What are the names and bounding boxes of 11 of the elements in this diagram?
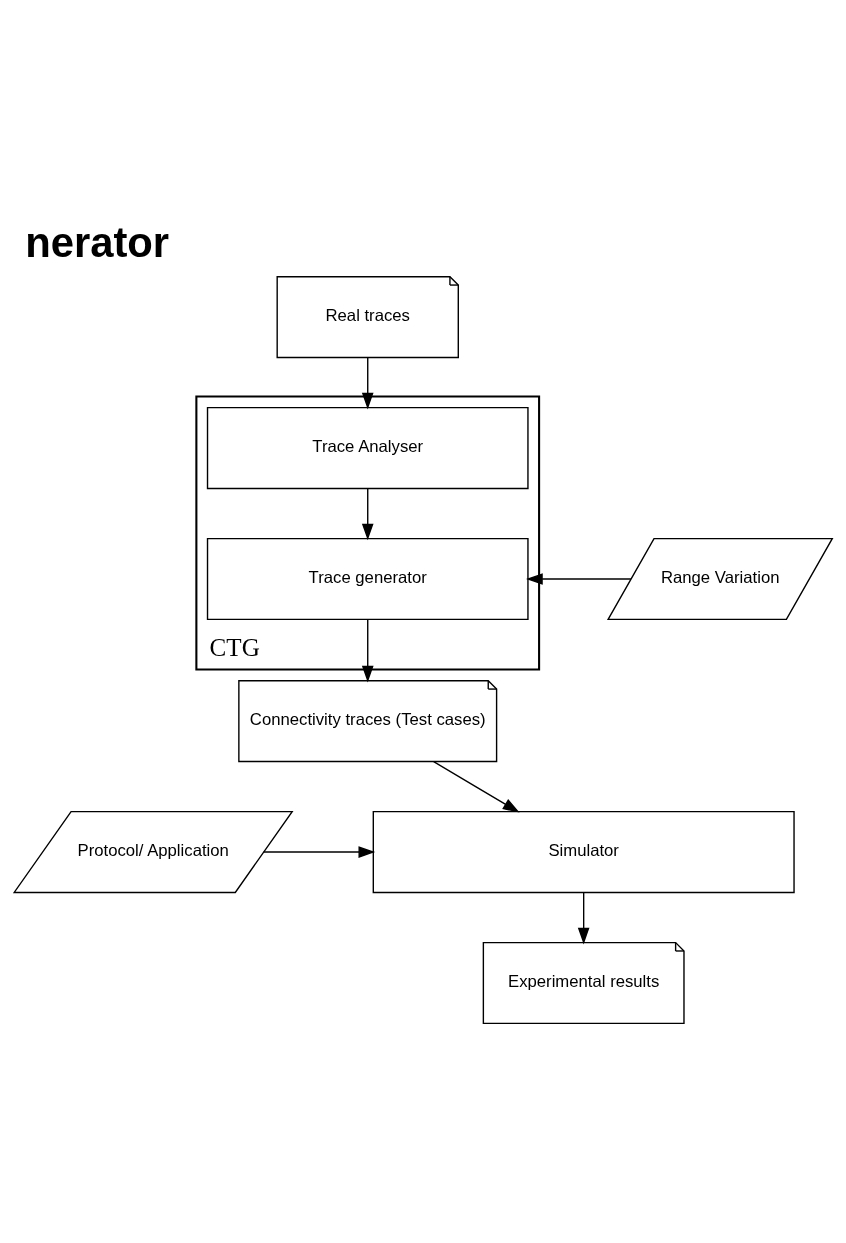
arrow (263, 846, 376, 858)
diagram-title: nerator (25, 219, 170, 267)
arrow (526, 573, 632, 585)
node-box: Trace Analyser (206, 406, 529, 490)
arrow (433, 760, 520, 813)
arrow (361, 618, 374, 683)
arrow (577, 891, 590, 945)
arrow (361, 487, 374, 541)
node-box: Simulator (372, 810, 795, 894)
arrow (361, 356, 374, 410)
node-box: Trace generator (206, 537, 529, 621)
